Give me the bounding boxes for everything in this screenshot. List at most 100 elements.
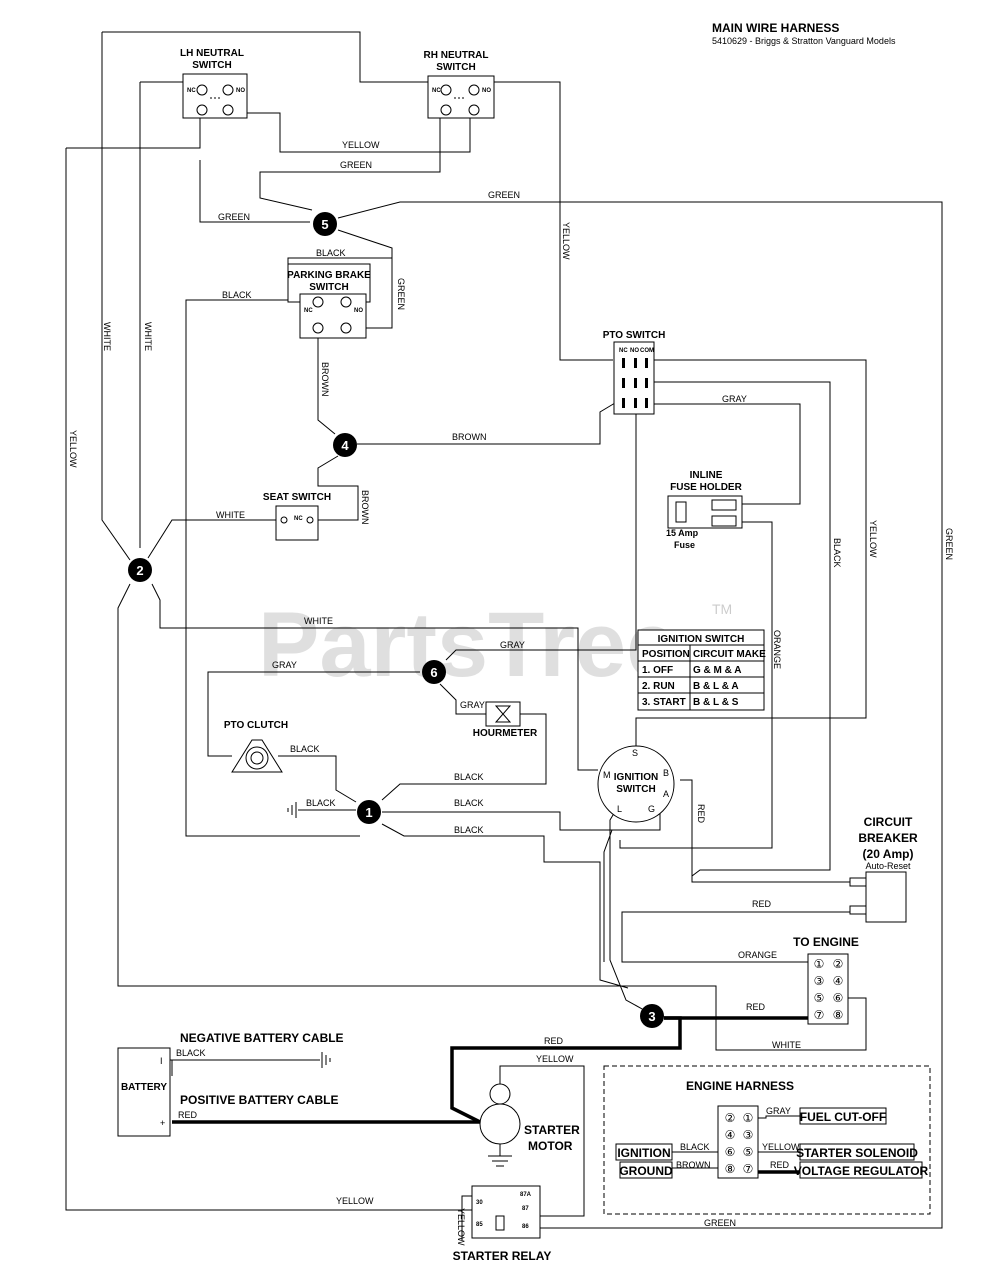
ignition-switch: IGNITION SWITCH S M B A L G	[597, 745, 675, 823]
svg-text:⑤: ⑤	[743, 1145, 754, 1159]
ground-icon	[321, 1052, 331, 1068]
thick-wires	[172, 1016, 808, 1174]
label-orange: ORANGE	[738, 950, 777, 960]
label-gray: GRAY	[460, 700, 485, 710]
svg-text:NC: NC	[294, 516, 303, 522]
svg-text:⑤: ⑤	[814, 991, 825, 1005]
svg-text:SWITCH: SWITCH	[192, 60, 231, 71]
ground-icon	[287, 802, 297, 818]
starter-relay: 30 87A 87 85 86 STARTER RELAY	[453, 1185, 552, 1263]
label-red: RED	[178, 1110, 198, 1120]
svg-text:RH NEUTRAL: RH NEUTRAL	[424, 50, 489, 61]
svg-text:STARTER SOLENOID: STARTER SOLENOID	[796, 1146, 918, 1160]
svg-text:2: 2	[136, 563, 143, 578]
node-1: 1	[357, 800, 381, 824]
svg-text:LH NEUTRAL: LH NEUTRAL	[180, 48, 244, 59]
fuse-rating: 15 Amp	[666, 528, 699, 538]
svg-text:IGNITION SWITCH: IGNITION SWITCH	[658, 634, 745, 645]
svg-text:IGNITION: IGNITION	[614, 772, 658, 783]
svg-text:BROWN: BROWN	[676, 1160, 711, 1170]
label-yellow: YELLOW	[336, 1196, 374, 1206]
engine-harness: ENGINE HARNESS ② ① ④ ③ ⑥ ⑤ ⑧ ⑦ GRAY YELL…	[603, 1065, 931, 1215]
hourmeter: HOURMETER	[473, 701, 538, 739]
svg-text:CIRCUIT: CIRCUIT	[864, 815, 913, 829]
watermark: PartsTree	[258, 594, 677, 696]
svg-text:Fuse: Fuse	[674, 540, 695, 550]
label-red: RED	[696, 804, 706, 824]
svg-text:(20 Amp): (20 Amp)	[863, 847, 914, 861]
svg-text:COM: COM	[640, 348, 654, 354]
label-green: GREEN	[944, 528, 954, 560]
label-gray: GRAY	[722, 394, 747, 404]
svg-text:NC: NC	[304, 308, 313, 314]
svg-text:①: ①	[814, 957, 825, 971]
label-green: GREEN	[340, 160, 372, 170]
svg-text:SWITCH: SWITCH	[436, 62, 475, 73]
svg-text:⑦: ⑦	[814, 1008, 825, 1022]
label-gray: GRAY	[500, 640, 525, 650]
svg-text:86: 86	[522, 1224, 529, 1230]
negative-cable-label: NEGATIVE BATTERY CABLE	[180, 1031, 344, 1045]
label-white: WHITE	[304, 616, 333, 626]
svg-text:STARTER: STARTER	[524, 1123, 580, 1137]
inline-fuse-holder: INLINE FUSE HOLDER 15 Amp Fuse	[666, 470, 743, 550]
svg-text:STARTER RELAY: STARTER RELAY	[453, 1249, 552, 1263]
positive-cable-label: POSITIVE BATTERY CABLE	[180, 1093, 338, 1107]
svg-text:Auto-Reset: Auto-Reset	[865, 861, 911, 871]
svg-text:②: ②	[725, 1111, 736, 1125]
diagram-title: MAIN WIRE HARNESS	[712, 21, 839, 35]
pto-switch: PTO SWITCH NC NO COM	[603, 330, 665, 415]
svg-text:B & L & A: B & L & A	[693, 681, 739, 692]
label-brown: BROWN	[360, 490, 370, 525]
seat-switch: SEAT SWITCH NC	[263, 492, 331, 541]
to-engine-connector: TO ENGINE ① ② ③ ④ ⑤ ⑥ ⑦ ⑧	[793, 935, 859, 1025]
svg-text:GRAY: GRAY	[766, 1106, 791, 1116]
label-brown: BROWN	[452, 432, 487, 442]
label-black: BLACK	[176, 1048, 206, 1058]
svg-text:PARKING BRAKE: PARKING BRAKE	[287, 270, 371, 281]
svg-text:NC: NC	[432, 88, 441, 94]
svg-text:NC: NC	[187, 88, 196, 94]
label-yellow: YELLOW	[456, 1208, 466, 1246]
svg-text:1. OFF: 1. OFF	[642, 665, 673, 676]
node-6: 6	[422, 660, 446, 684]
svg-text:IGNITION: IGNITION	[617, 1146, 670, 1160]
svg-text:④: ④	[833, 974, 844, 988]
parking-brake-switch: PARKING BRAKE SWITCH NC NO	[287, 263, 371, 339]
svg-text:PTO CLUTCH: PTO CLUTCH	[224, 720, 288, 731]
label-red: RED	[544, 1036, 564, 1046]
svg-text:B & L & S: B & L & S	[693, 697, 739, 708]
node-3: 3	[640, 1004, 664, 1028]
label-white: WHITE	[216, 510, 245, 520]
svg-text:④: ④	[725, 1128, 736, 1142]
label-red: RED	[746, 1002, 766, 1012]
label-green: GREEN	[704, 1218, 736, 1228]
svg-text:B: B	[663, 768, 669, 778]
svg-text:A: A	[663, 789, 669, 799]
svg-text:L: L	[617, 804, 622, 814]
label-brown: BROWN	[320, 362, 330, 397]
svg-text:87A: 87A	[520, 1192, 532, 1198]
svg-text:VOLTAGE REGULATOR: VOLTAGE REGULATOR	[794, 1164, 929, 1178]
label-black: BLACK	[454, 798, 484, 808]
label-black: BLACK	[832, 538, 842, 568]
rh-neutral-switch: RH NEUTRAL SWITCH NC NO	[424, 50, 495, 119]
wire-labels: YELLOW GREEN GREEN GREEN BLACK BLACK BRO…	[68, 140, 954, 1246]
label-black: BLACK	[306, 798, 336, 808]
svg-text:87: 87	[522, 1206, 529, 1212]
svg-text:SWITCH: SWITCH	[309, 282, 348, 293]
svg-text:MOTOR: MOTOR	[528, 1139, 573, 1153]
svg-text:ENGINE HARNESS: ENGINE HARNESS	[686, 1079, 794, 1093]
label-yellow: YELLOW	[342, 140, 380, 150]
label-black: BLACK	[222, 290, 252, 300]
label-green: GREEN	[488, 190, 520, 200]
starter-motor: STARTER MOTOR	[479, 1083, 580, 1167]
label-yellow: YELLOW	[68, 430, 78, 468]
svg-text:BATTERY: BATTERY	[121, 1082, 167, 1093]
svg-text:4: 4	[341, 438, 349, 453]
svg-text:2. RUN: 2. RUN	[642, 681, 675, 692]
svg-text:⑧: ⑧	[833, 1008, 844, 1022]
label-yellow: YELLOW	[561, 222, 571, 260]
svg-text:NO: NO	[354, 308, 363, 314]
label-orange: ORANGE	[772, 630, 782, 669]
